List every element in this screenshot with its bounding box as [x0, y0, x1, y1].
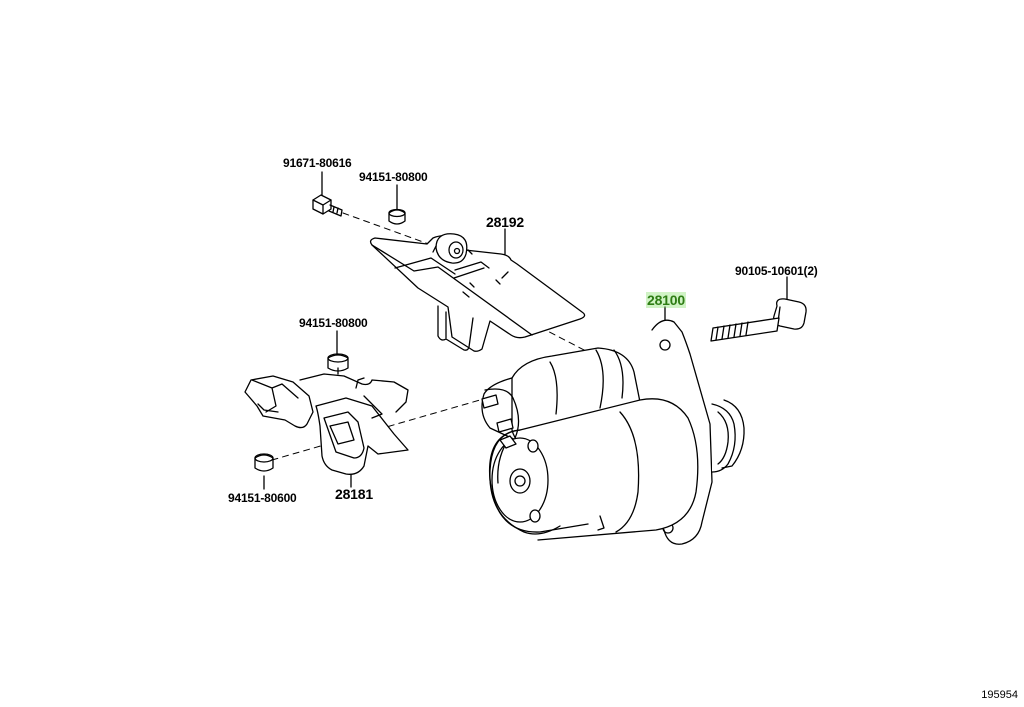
callout-90105-10601: 90105-10601(2) — [735, 264, 818, 278]
leader-lines — [263, 171, 788, 490]
nut-94151-80600-icon — [254, 453, 274, 472]
nut-94151-top-icon — [388, 208, 406, 225]
callout-28100-highlighted[interactable]: 28100 — [646, 292, 686, 308]
callout-94151-80600: 94151-80600 — [228, 491, 297, 505]
callout-28181: 28181 — [335, 486, 373, 502]
long-bolt-90105-icon — [710, 298, 807, 342]
callout-91671-80616: 91671-80616 — [283, 156, 352, 170]
callout-94151-80800-middle: 94151-80800 — [299, 316, 368, 330]
starter-motor-28100-icon — [481, 319, 745, 545]
bolt-91671-icon — [312, 194, 343, 217]
figure-id: 195954 — [981, 689, 1018, 701]
callout-28192: 28192 — [486, 214, 524, 230]
cover-28181-icon — [244, 373, 409, 475]
nut-94151-middle-icon — [327, 353, 349, 375]
callout-94151-80800-top: 94151-80800 — [359, 170, 428, 184]
bracket-28192-icon — [369, 233, 586, 352]
